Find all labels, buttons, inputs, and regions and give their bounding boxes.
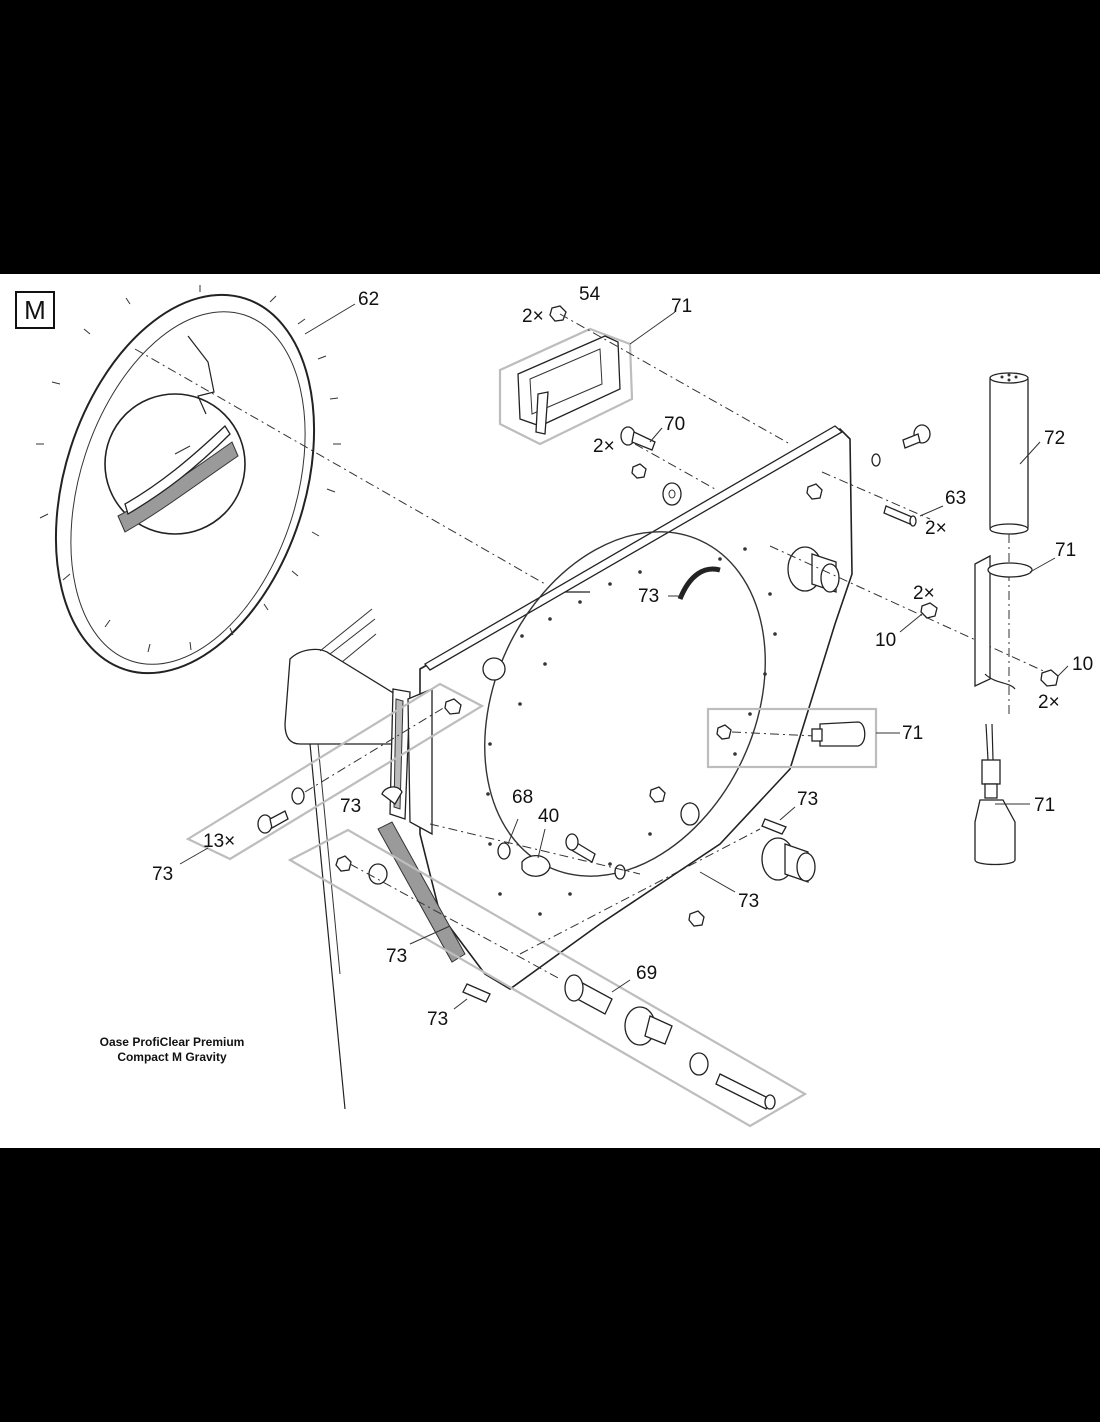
callout-73-right-small: 73: [797, 789, 818, 810]
drum-ring-part-62: [36, 285, 341, 675]
caption-line-1: Oase ProfiClear Premium: [99, 1035, 245, 1049]
callout-54-qty: 2×: [522, 306, 544, 327]
screw-set-13x: [185, 682, 485, 861]
callout-70-qty: 2×: [593, 436, 615, 457]
callout-10-left: 10: [875, 630, 896, 651]
callout-70: 70: [664, 414, 685, 435]
callout-10-right: 10: [1072, 654, 1093, 675]
callout-63: 63: [945, 488, 966, 509]
bracket-part-71-vertical: [974, 554, 1033, 690]
drive-shaft-set-part-69: [287, 828, 808, 1128]
callout-62: 62: [358, 289, 379, 310]
callout-73-upper: 73: [638, 586, 659, 607]
level-sensor-part-71: [974, 723, 1016, 866]
diagram-panel: 62 54 2× 71 70 2× 72 63 2× 71 2× 10 10 2…: [0, 274, 1100, 1148]
seal-strip-diagonal: [377, 821, 466, 963]
callout-63-qty: 2×: [925, 518, 947, 539]
callout-71-sensor: 71: [1034, 795, 1055, 816]
mounting-bracket-part-71-top: [498, 327, 634, 446]
bolt-part-63: [806, 424, 931, 527]
callout-73-screws: 73: [152, 864, 173, 885]
callout-69: 69: [636, 963, 657, 984]
nut-part-10-right: [1040, 669, 1059, 687]
callout-10-right-qty: 2×: [1038, 692, 1060, 713]
caption-line-2: Compact M Gravity: [117, 1050, 227, 1064]
callout-73-bottom: 73: [427, 1009, 448, 1030]
cartridge-part-72: [989, 372, 1029, 535]
callout-54: 54: [579, 284, 601, 305]
nut-part-54: [549, 305, 567, 322]
callout-73-clip: 73: [340, 796, 361, 817]
product-caption: Oase ProfiClear Premium Compact M Gravit…: [96, 1035, 248, 1065]
bolt-part-70: [620, 426, 682, 506]
callout-73-panel: 73: [738, 891, 759, 912]
clip-part-73: [381, 786, 403, 805]
back-panel-part-73: [419, 425, 853, 990]
callout-10-qty: 2×: [913, 583, 935, 604]
clip-part-73-bottom: [462, 983, 491, 1003]
callout-71-top: 71: [671, 296, 692, 317]
callout-13-qty: 13×: [203, 831, 235, 852]
section-badge: M: [15, 291, 55, 329]
callout-68: 68: [512, 787, 533, 808]
gear-lower: [761, 837, 816, 883]
exploded-parts-drawing: 62 54 2× 71 70 2× 72 63 2× 71 2× 10 10 2…: [36, 284, 1093, 1128]
hose-part-73: [677, 566, 721, 600]
nut-part-10-left: [920, 602, 938, 619]
callout-72: 72: [1044, 428, 1065, 449]
callout-73-strip: 73: [386, 946, 407, 967]
clip-part-73-right: [761, 818, 787, 835]
callout-71-bracket: 71: [1055, 540, 1076, 561]
callout-40: 40: [538, 806, 559, 827]
callout-71-float: 71: [902, 723, 923, 744]
float-switch-part-71: [706, 707, 878, 769]
inlet-housing: [284, 608, 396, 1110]
